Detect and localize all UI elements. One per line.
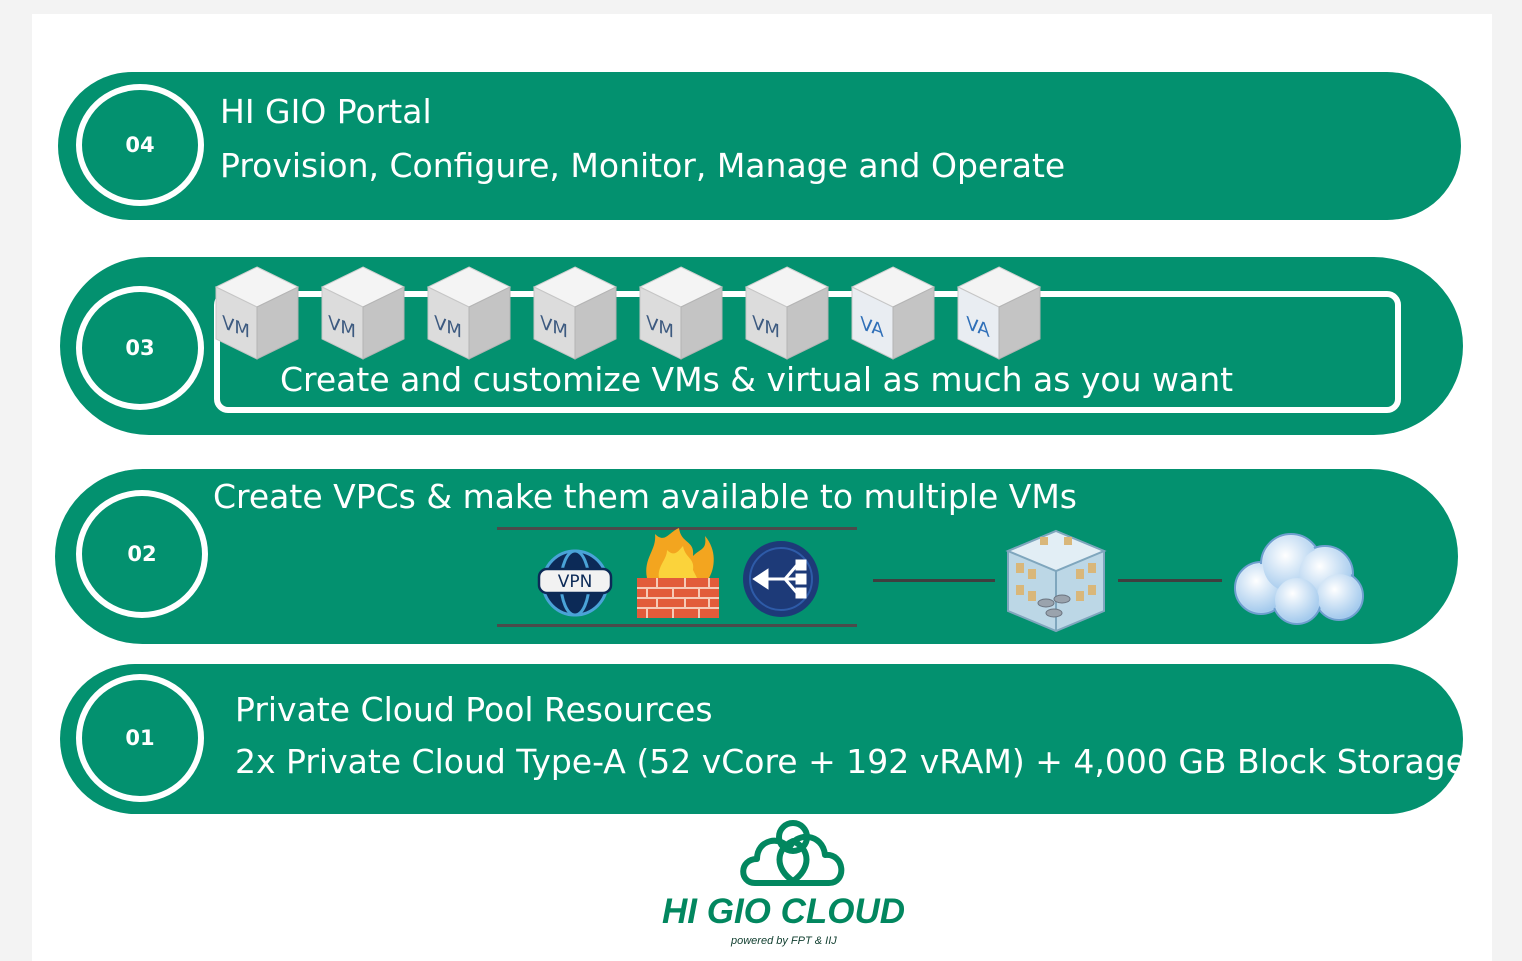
layer-03-title: Create and customize VMs & virtual as mu… bbox=[280, 360, 1234, 399]
vm-cube-icon: VM bbox=[532, 266, 618, 360]
layer-04-subtitle: Provision, Configure, Monitor, Manage an… bbox=[220, 146, 1066, 185]
cube-label: VA bbox=[966, 313, 990, 342]
layer-01-subtitle: 2x Private Cloud Type-A (52 vCore + 192 … bbox=[235, 742, 1466, 781]
vm-cube-icon: VM bbox=[214, 266, 300, 360]
va-cube-icon: VA bbox=[956, 266, 1042, 360]
vm-cube-icon: VM bbox=[744, 266, 830, 360]
layer-02-number: 02 bbox=[76, 490, 208, 618]
firewall-icon bbox=[637, 528, 719, 618]
vm-cube-icon: VM bbox=[638, 266, 724, 360]
layer-01-number: 01 bbox=[76, 674, 204, 802]
cube-label: VA bbox=[860, 313, 884, 342]
vpn-label: VPN bbox=[558, 572, 593, 592]
network-bottom-line bbox=[497, 624, 857, 627]
logo-tagline: powered by FPT & IIJ bbox=[731, 935, 837, 947]
layer-01-title: Private Cloud Pool Resources bbox=[235, 690, 713, 729]
vm-cube-icon: VM bbox=[426, 266, 512, 360]
layer-02-title: Create VPCs & make them available to mul… bbox=[213, 477, 1077, 516]
va-cube-icon: VA bbox=[850, 266, 936, 360]
layer-01-band bbox=[60, 664, 1463, 814]
layer-04-number: 04 bbox=[76, 84, 204, 206]
load-balancer-icon bbox=[743, 541, 819, 617]
network-top-line bbox=[497, 527, 857, 530]
connector-line-1 bbox=[873, 579, 995, 582]
cloud-icon bbox=[1234, 533, 1364, 625]
higio-cloud-logo-icon bbox=[740, 820, 845, 886]
logo-wordmark: HI GIO CLOUD bbox=[662, 892, 906, 931]
vpn-globe-icon: VPN bbox=[537, 549, 613, 617]
layer-04-title: HI GIO Portal bbox=[220, 92, 432, 131]
layer-04-band bbox=[58, 72, 1461, 220]
layer-03-number: 03 bbox=[76, 286, 204, 410]
vm-cube-icon: VM bbox=[320, 266, 406, 360]
datacenter-icon bbox=[1005, 529, 1107, 633]
connector-line-2 bbox=[1118, 579, 1222, 582]
